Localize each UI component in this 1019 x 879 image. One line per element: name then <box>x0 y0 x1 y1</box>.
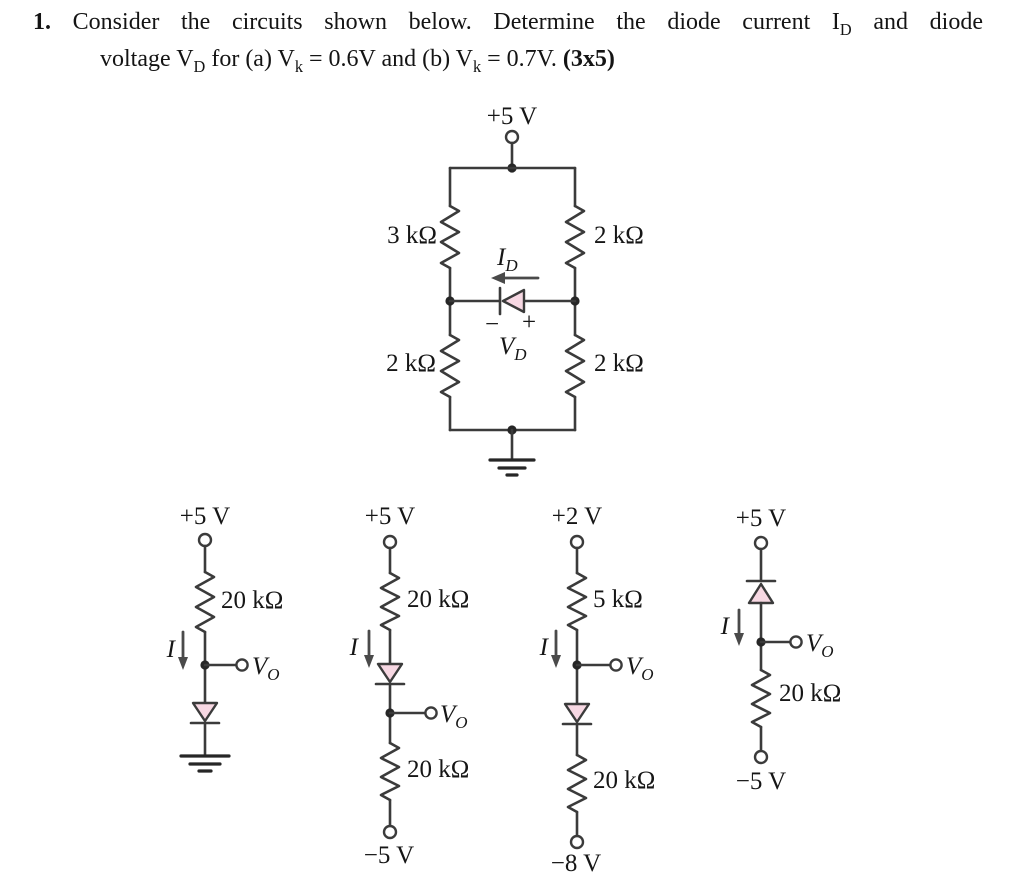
negative-terminal <box>753 749 769 765</box>
supply-label: +5 V <box>487 103 537 130</box>
current-arrow-left-icon <box>491 272 540 284</box>
resistor <box>566 571 588 632</box>
problem-number: 1. <box>33 9 51 35</box>
problem-text: = 0.6V and (b) V <box>303 46 473 72</box>
plus-sign: + <box>522 309 536 336</box>
resistor-label: 2 kΩ <box>594 222 644 249</box>
problem-text: Consider the circuits shown below. Deter… <box>72 9 840 35</box>
resistor-label: 2 kΩ <box>594 350 644 377</box>
minus-sign: − <box>485 311 499 338</box>
diode-down-icon <box>561 702 593 726</box>
resistor-2k <box>564 204 586 270</box>
resistor <box>379 741 401 802</box>
supply-label: +5 V <box>365 503 415 530</box>
current-label: I <box>166 636 177 663</box>
current-label: I <box>539 634 550 661</box>
resistor <box>750 668 772 729</box>
resistor-label: 5 kΩ <box>593 586 643 613</box>
current-label: I <box>349 634 360 661</box>
subscript: D <box>839 19 852 39</box>
diode-up-icon <box>745 579 777 605</box>
current-arrow-down-icon <box>551 629 561 668</box>
problem-line-2: voltage VD for (a) Vk = 0.6V and (b) Vk … <box>100 41 983 78</box>
diode-down-icon <box>374 662 406 686</box>
resistor-label: 20 kΩ <box>221 587 283 614</box>
resistor-label: 20 kΩ <box>407 586 469 613</box>
output-label: VO <box>626 653 654 684</box>
subscript: k <box>472 56 482 76</box>
output-label: VO <box>440 701 468 732</box>
output-terminal <box>424 706 438 720</box>
resistor-2k <box>564 333 586 399</box>
resistor-label: 20 kΩ <box>779 680 841 707</box>
resistor-3k <box>439 204 461 270</box>
circuit-c: +2 V 5 kΩ I VO 20 kΩ −8 V <box>539 503 656 877</box>
output-terminal <box>789 635 803 649</box>
subscript: D <box>193 56 206 76</box>
circuit-a: +5 V 20 kΩ I VO <box>166 503 283 773</box>
ground-icon <box>488 428 536 477</box>
circuit-b: +5 V 20 kΩ I VO 20 kΩ −5 V <box>349 503 470 869</box>
negative-supply-label: −8 V <box>551 850 601 877</box>
negative-supply-label: −5 V <box>364 842 414 869</box>
supply-terminal <box>197 532 213 548</box>
supply-label: +2 V <box>552 503 602 530</box>
diode-current-label: ID <box>496 244 518 275</box>
supply-terminal <box>569 534 585 550</box>
negative-supply-label: −5 V <box>736 768 786 795</box>
current-arrow-down-icon <box>178 630 188 670</box>
current-label: I <box>720 613 731 640</box>
problem-text: = 0.7V. <box>481 46 563 72</box>
resistor-label: 3 kΩ <box>387 222 437 249</box>
supply-label: +5 V <box>180 503 230 530</box>
output-label: VO <box>806 630 834 661</box>
circuit-d: +5 V I VO 20 kΩ −5 V <box>720 505 842 795</box>
marks-label: (3x5) <box>562 46 615 72</box>
supply-label: +5 V <box>736 505 786 532</box>
output-terminal <box>609 658 623 672</box>
resistor-label: 20 kΩ <box>593 767 655 794</box>
supply-terminal <box>382 534 398 550</box>
problem-statement: 1. Consider the circuits shown below. De… <box>33 4 983 78</box>
diode-voltage-label: VD <box>499 333 527 364</box>
resistor <box>379 571 401 632</box>
resistor-2k <box>439 333 461 399</box>
resistor-label: 20 kΩ <box>407 756 469 783</box>
problem-text: voltage V <box>100 46 194 72</box>
resistor-label: 2 kΩ <box>386 350 436 377</box>
diode-down-icon <box>189 701 221 725</box>
problem-text: and diode <box>851 9 984 35</box>
current-arrow-down-icon <box>734 608 744 646</box>
supply-terminal <box>504 129 520 145</box>
output-terminal <box>235 658 249 672</box>
problem-line-1: 1. Consider the circuits shown below. De… <box>33 4 983 41</box>
output-label: VO <box>252 653 280 684</box>
subscript: k <box>294 56 304 76</box>
problem-text: for (a) V <box>205 46 295 72</box>
ground-icon <box>179 754 231 773</box>
diode-left-pointing-icon <box>498 286 526 316</box>
resistor <box>194 570 216 634</box>
negative-terminal <box>569 834 585 850</box>
resistor <box>566 753 588 814</box>
current-arrow-down-icon <box>364 629 374 668</box>
supply-terminal <box>753 535 769 551</box>
negative-terminal <box>382 824 398 840</box>
circuit-main: +5 V 3 kΩ 2 kΩ 2 kΩ 2 kΩ <box>386 103 644 477</box>
